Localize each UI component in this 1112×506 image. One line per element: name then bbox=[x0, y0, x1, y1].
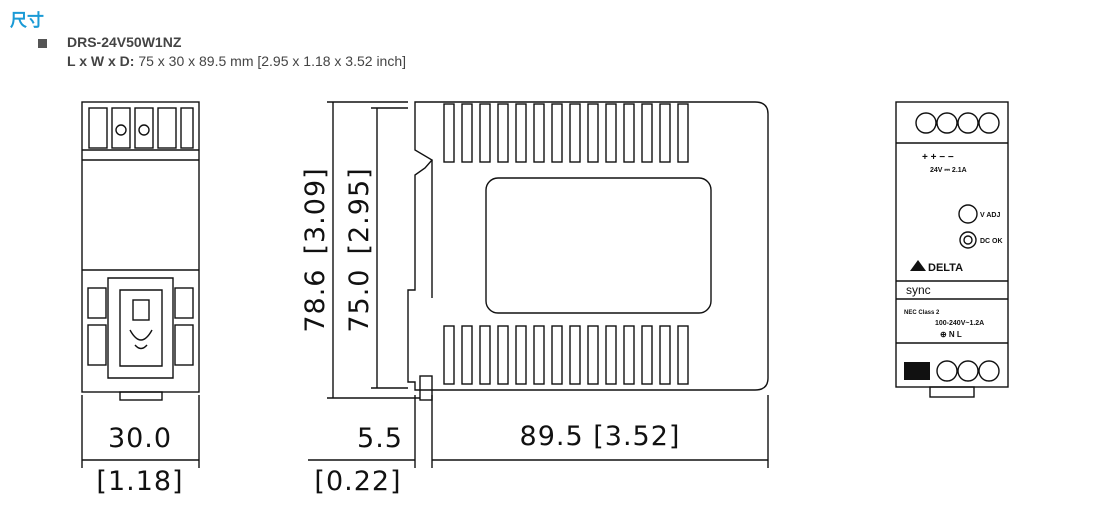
product-dimensions: L x W x D: 75 x 30 x 89.5 mm [2.95 x 1.1… bbox=[67, 53, 406, 69]
nec-label: NEC Class 2 bbox=[904, 310, 940, 316]
width-in: [1.18] bbox=[96, 466, 183, 497]
product-model: DRS-24V50W1NZ bbox=[67, 34, 182, 50]
height-body-mm: 75.0 bbox=[344, 269, 375, 333]
input-terminal-labels: ⊕ N L bbox=[940, 330, 962, 339]
terminal-block bbox=[904, 362, 930, 380]
output-rating: 24V ⎓ 2.1A bbox=[930, 167, 967, 174]
dims-label: L x W x D: bbox=[67, 53, 135, 69]
delta-logo-icon bbox=[910, 260, 926, 271]
height-total-mm: 78.6 bbox=[300, 269, 331, 333]
offset-mm: 5.5 bbox=[357, 423, 403, 454]
input-rating: 100-240V~1.2A bbox=[935, 320, 984, 327]
height-body: 75.0 [2.95] bbox=[344, 167, 375, 332]
height-total-in: [3.09] bbox=[300, 167, 331, 254]
side-view bbox=[81, 101, 200, 468]
v-adj-label: V ADJ bbox=[980, 212, 1000, 219]
width-mm: 30.0 bbox=[108, 423, 172, 454]
main-view bbox=[308, 101, 769, 468]
height-total: 78.6 [3.09] bbox=[300, 167, 331, 332]
depth-dimension: 89.5 [3.52] bbox=[520, 421, 681, 452]
page-title: 尺寸 bbox=[10, 11, 44, 31]
dc-ok-label: DC OK bbox=[980, 238, 1003, 245]
polarity-labels: + + − − bbox=[922, 152, 954, 163]
series-label: sync bbox=[906, 283, 931, 297]
front-view bbox=[895, 101, 1009, 398]
list-bullet bbox=[38, 39, 47, 48]
height-body-in: [2.95] bbox=[344, 167, 375, 254]
dims-value: 75 x 30 x 89.5 mm [2.95 x 1.18 x 3.52 in… bbox=[138, 53, 407, 69]
brand-label: DELTA bbox=[928, 262, 963, 274]
offset-in: [0.22] bbox=[314, 466, 401, 497]
